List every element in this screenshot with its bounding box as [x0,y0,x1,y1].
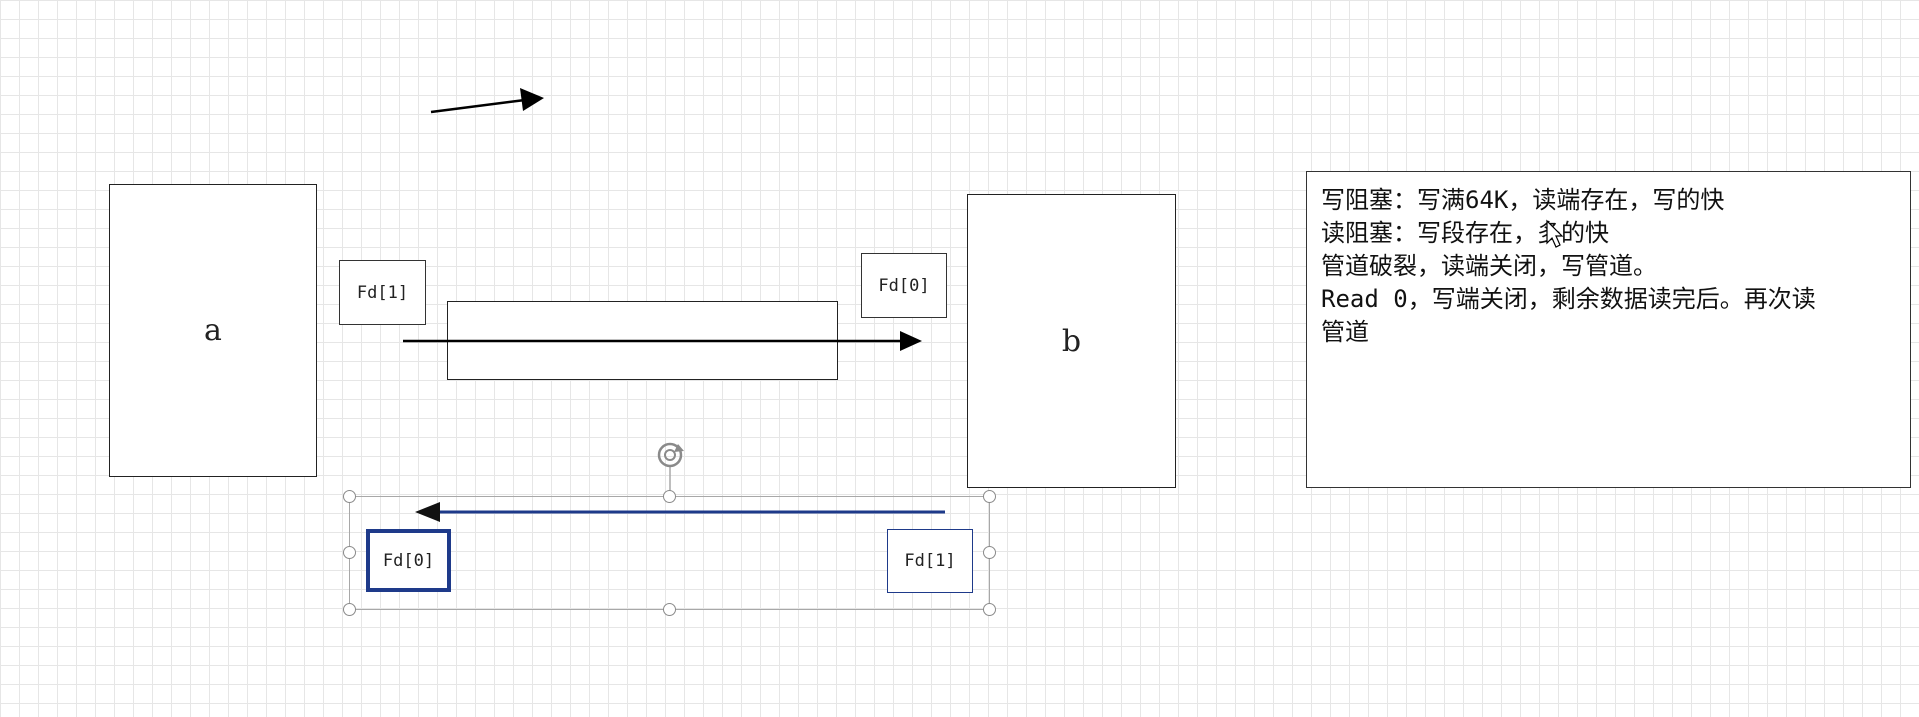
resize-handle-bottom-left[interactable] [343,603,356,616]
process-b-label: b [1061,323,1082,359]
process-a-label: a [204,313,222,348]
fd-read-top-box[interactable]: Fd[0] [861,253,947,318]
fd-write-top-label: Fd[1] [356,282,409,303]
fd-read-top-label: Fd[0] [878,275,930,296]
note-line-4: Read 0，写端关闭，剩余数据读完后。再次读 [1321,285,1816,313]
resize-handle-top-right[interactable] [983,490,996,503]
note-line-1: 写阻塞：写满64K，读端存在，写的快 [1321,186,1725,214]
fd-read-bottom-label: Fd[0] [382,550,435,571]
pointer-cursor-icon [1546,219,1564,248]
resize-handle-bottom-middle[interactable] [663,603,676,616]
resize-handle-top-middle[interactable] [663,490,676,503]
fd-read-bottom-box[interactable]: Fd[0] [366,529,451,592]
process-a-box[interactable]: a [109,184,317,477]
fd-write-top-box[interactable]: Fd[1] [339,260,426,325]
process-b-box[interactable]: b [967,194,1176,488]
resize-handle-middle-left[interactable] [343,546,356,559]
pipe-arrow-right[interactable] [403,331,922,351]
note-line-3: 管道破裂，读端关闭，写管道。 [1321,252,1657,280]
resize-handle-bottom-right[interactable] [983,603,996,616]
fd-write-bottom-box[interactable]: Fd[1] [887,529,973,593]
resize-handle-middle-right[interactable] [983,546,996,559]
resize-handle-top-left[interactable] [343,490,356,503]
note-line-5: 管道 [1321,318,1369,346]
fd-write-bottom-label: Fd[1] [904,551,956,571]
notes-textbox[interactable]: 写阻塞：写满64K，读端存在，写的快 读阻塞：写段存在，多的快 管道破裂，读端关… [1306,171,1911,488]
pipe-arrow-left-selected[interactable] [415,502,945,522]
floating-arrow[interactable] [430,88,544,114]
rotate-icon[interactable] [657,442,684,494]
note-line-2: 读阻塞：写段存在，多的快 [1321,219,1609,247]
